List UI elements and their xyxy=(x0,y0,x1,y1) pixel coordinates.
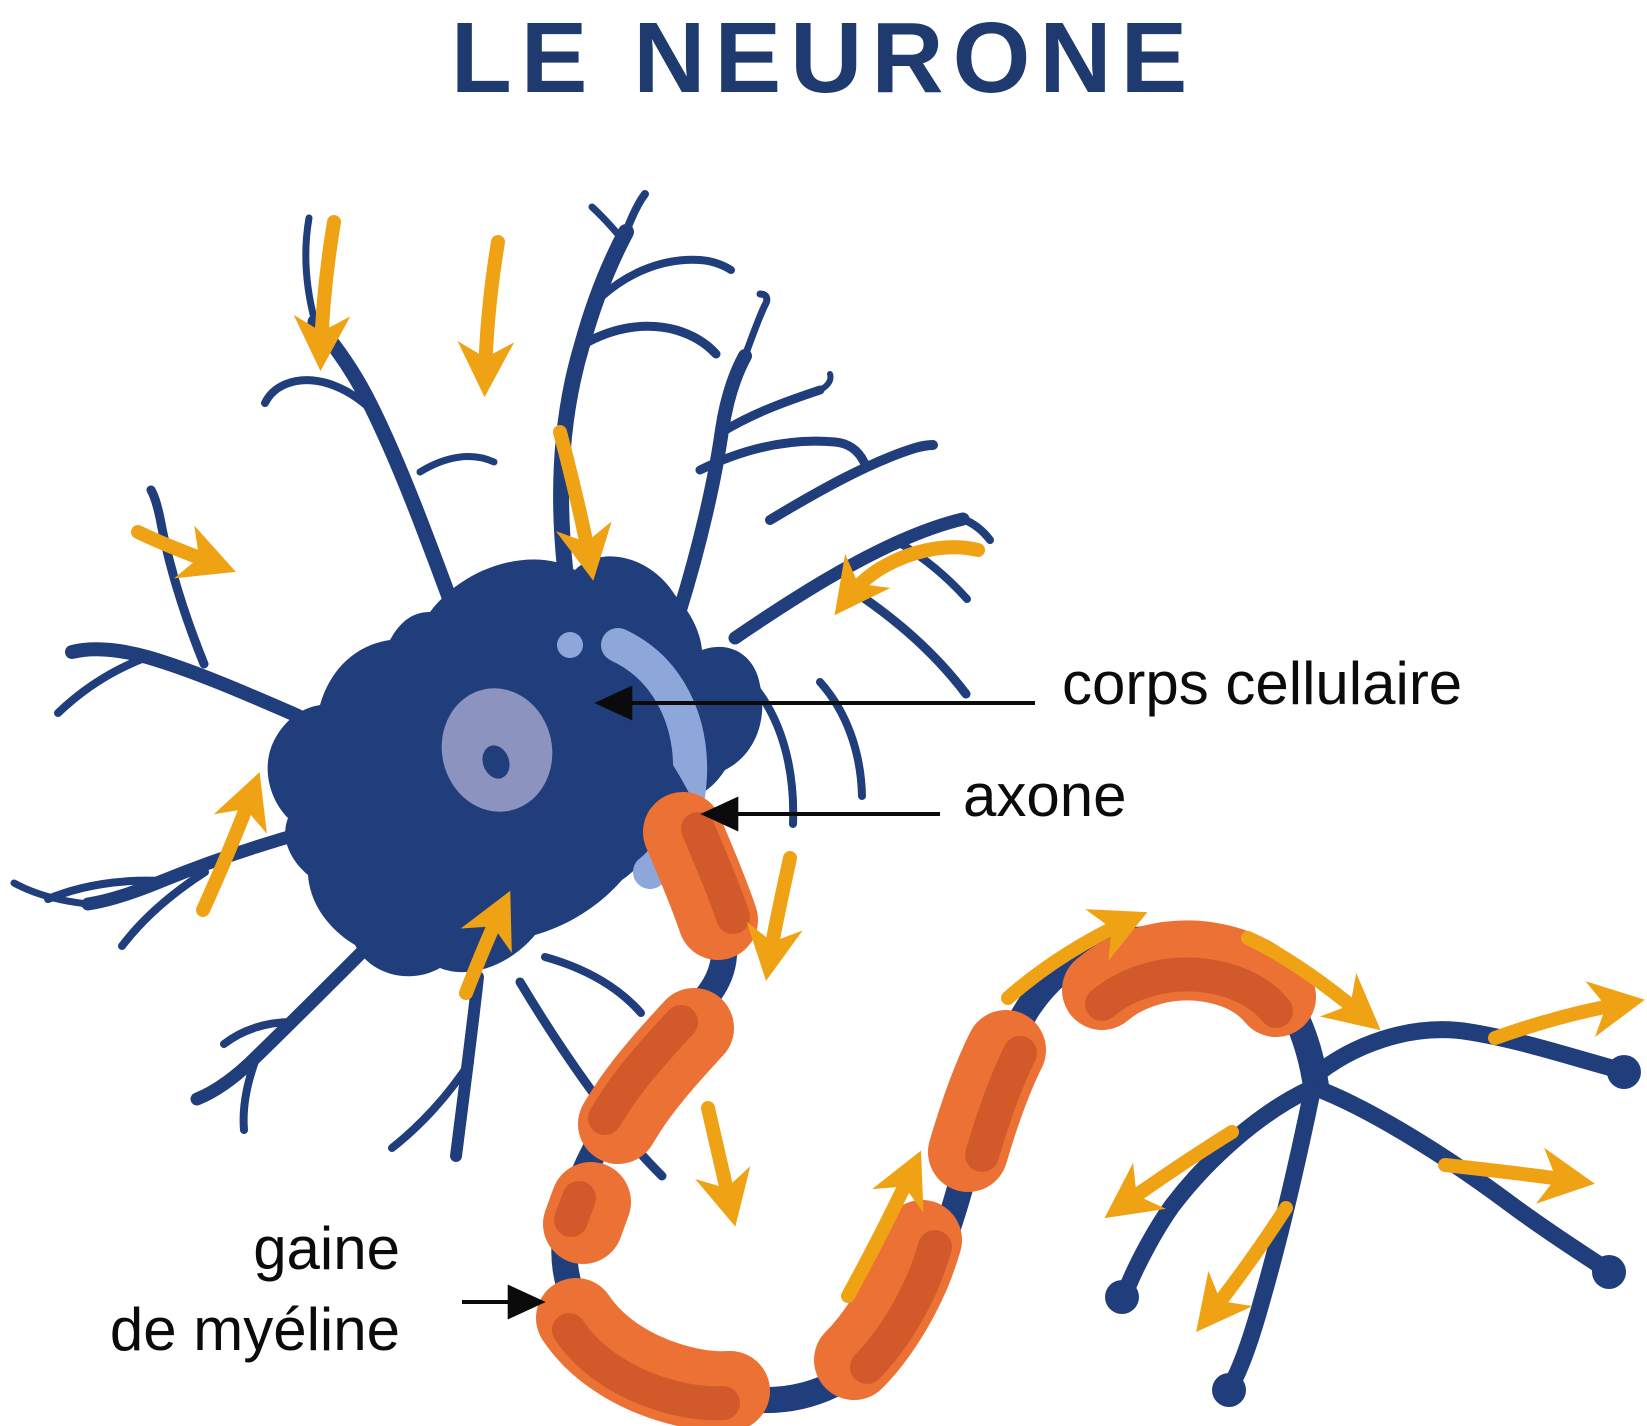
dendrite-branch xyxy=(388,1058,474,1152)
myelin-segment xyxy=(1062,920,1316,1037)
dendrite-branch xyxy=(673,349,752,617)
dendrite-branch xyxy=(622,190,649,236)
dendrite-branch xyxy=(765,440,938,525)
dendrite-branch xyxy=(302,214,319,326)
signal-arrow xyxy=(457,235,515,398)
signal-arrow xyxy=(293,215,351,372)
myelin-segment xyxy=(814,1200,962,1400)
dendrite-branch xyxy=(728,512,970,645)
terminal-bouton xyxy=(1607,1055,1641,1089)
dendrite-branch xyxy=(81,825,313,911)
signal-arrow xyxy=(1438,1147,1595,1204)
leader-lines xyxy=(462,685,1035,1320)
signal-arrow xyxy=(459,890,512,1000)
dendrite-branch xyxy=(741,290,771,360)
dendrite-branch xyxy=(190,935,379,1106)
signal-arrow xyxy=(1196,1201,1293,1332)
signal-arrow xyxy=(746,851,803,981)
terminal-branch xyxy=(1303,1021,1621,1087)
myelin-segment xyxy=(578,988,734,1164)
terminal-bouton xyxy=(1212,1373,1246,1407)
dendrite-branch xyxy=(959,515,994,544)
signal-arrow xyxy=(1241,931,1381,1031)
label-myelin-line2: de myéline xyxy=(109,1296,400,1363)
dendrite-branch xyxy=(541,953,645,1017)
dendrite-branch xyxy=(239,1052,261,1134)
label-cell-body: corps cellulaire xyxy=(1062,650,1463,717)
terminal-branch xyxy=(1307,1079,1607,1273)
dendrite-branch xyxy=(695,436,869,475)
dendrites xyxy=(10,190,994,1181)
dendrite-branch xyxy=(850,587,971,699)
soma-highlight-dot xyxy=(557,632,583,658)
dendrite-branch xyxy=(261,376,378,416)
signal-arrow xyxy=(841,1150,924,1303)
nucleolus xyxy=(482,745,510,779)
dendrite-branch xyxy=(717,385,825,437)
signal-arrows xyxy=(131,215,1645,1332)
dendrite-branch xyxy=(553,224,634,576)
dendrite-branch xyxy=(894,538,971,603)
axon-terminals xyxy=(1105,1021,1641,1407)
label-myelin-line1: gaine xyxy=(253,1215,400,1282)
dendrite-branch xyxy=(416,453,498,476)
signal-arrow xyxy=(1001,909,1148,1005)
dendrite-branch xyxy=(65,642,305,723)
myelin-sheath xyxy=(536,792,1316,1426)
dendrite-branch xyxy=(816,678,866,800)
signal-arrow xyxy=(695,1101,751,1227)
signal-arrow xyxy=(1488,981,1645,1045)
dendrite-branch xyxy=(597,255,735,301)
signal-arrow xyxy=(553,425,612,581)
terminal-bouton xyxy=(1105,1280,1139,1314)
dendrite-branch xyxy=(579,321,721,359)
myelin-segment xyxy=(536,1278,770,1426)
dendrite-branch xyxy=(817,371,834,393)
dendrite-branch xyxy=(588,203,627,244)
terminal-bouton xyxy=(1592,1255,1626,1289)
page-title: LE NEURONE xyxy=(450,2,1197,114)
signal-arrow xyxy=(1104,1125,1239,1219)
dendrite-branch xyxy=(220,1018,296,1048)
dendrite-branch xyxy=(44,876,166,903)
label-axon: axone xyxy=(963,762,1127,829)
myelin-segment xyxy=(543,1162,631,1264)
dendrite-branch xyxy=(118,868,209,950)
terminal-branch xyxy=(1225,1083,1321,1389)
myelin-segment xyxy=(643,792,758,960)
signal-arrow xyxy=(131,525,236,579)
dendrite-branch xyxy=(753,686,798,828)
terminal-branch xyxy=(1119,1081,1317,1295)
signal-arrow xyxy=(834,540,985,616)
signal-arrow xyxy=(196,772,267,917)
dendrite-branch xyxy=(10,879,92,908)
cell-body xyxy=(267,556,763,977)
dendrite-branch xyxy=(54,653,151,717)
myelin-segment xyxy=(928,1010,1046,1192)
dendrite-branch xyxy=(146,485,209,669)
label-myelin-sheath: gaine de myéline xyxy=(110,1208,400,1370)
